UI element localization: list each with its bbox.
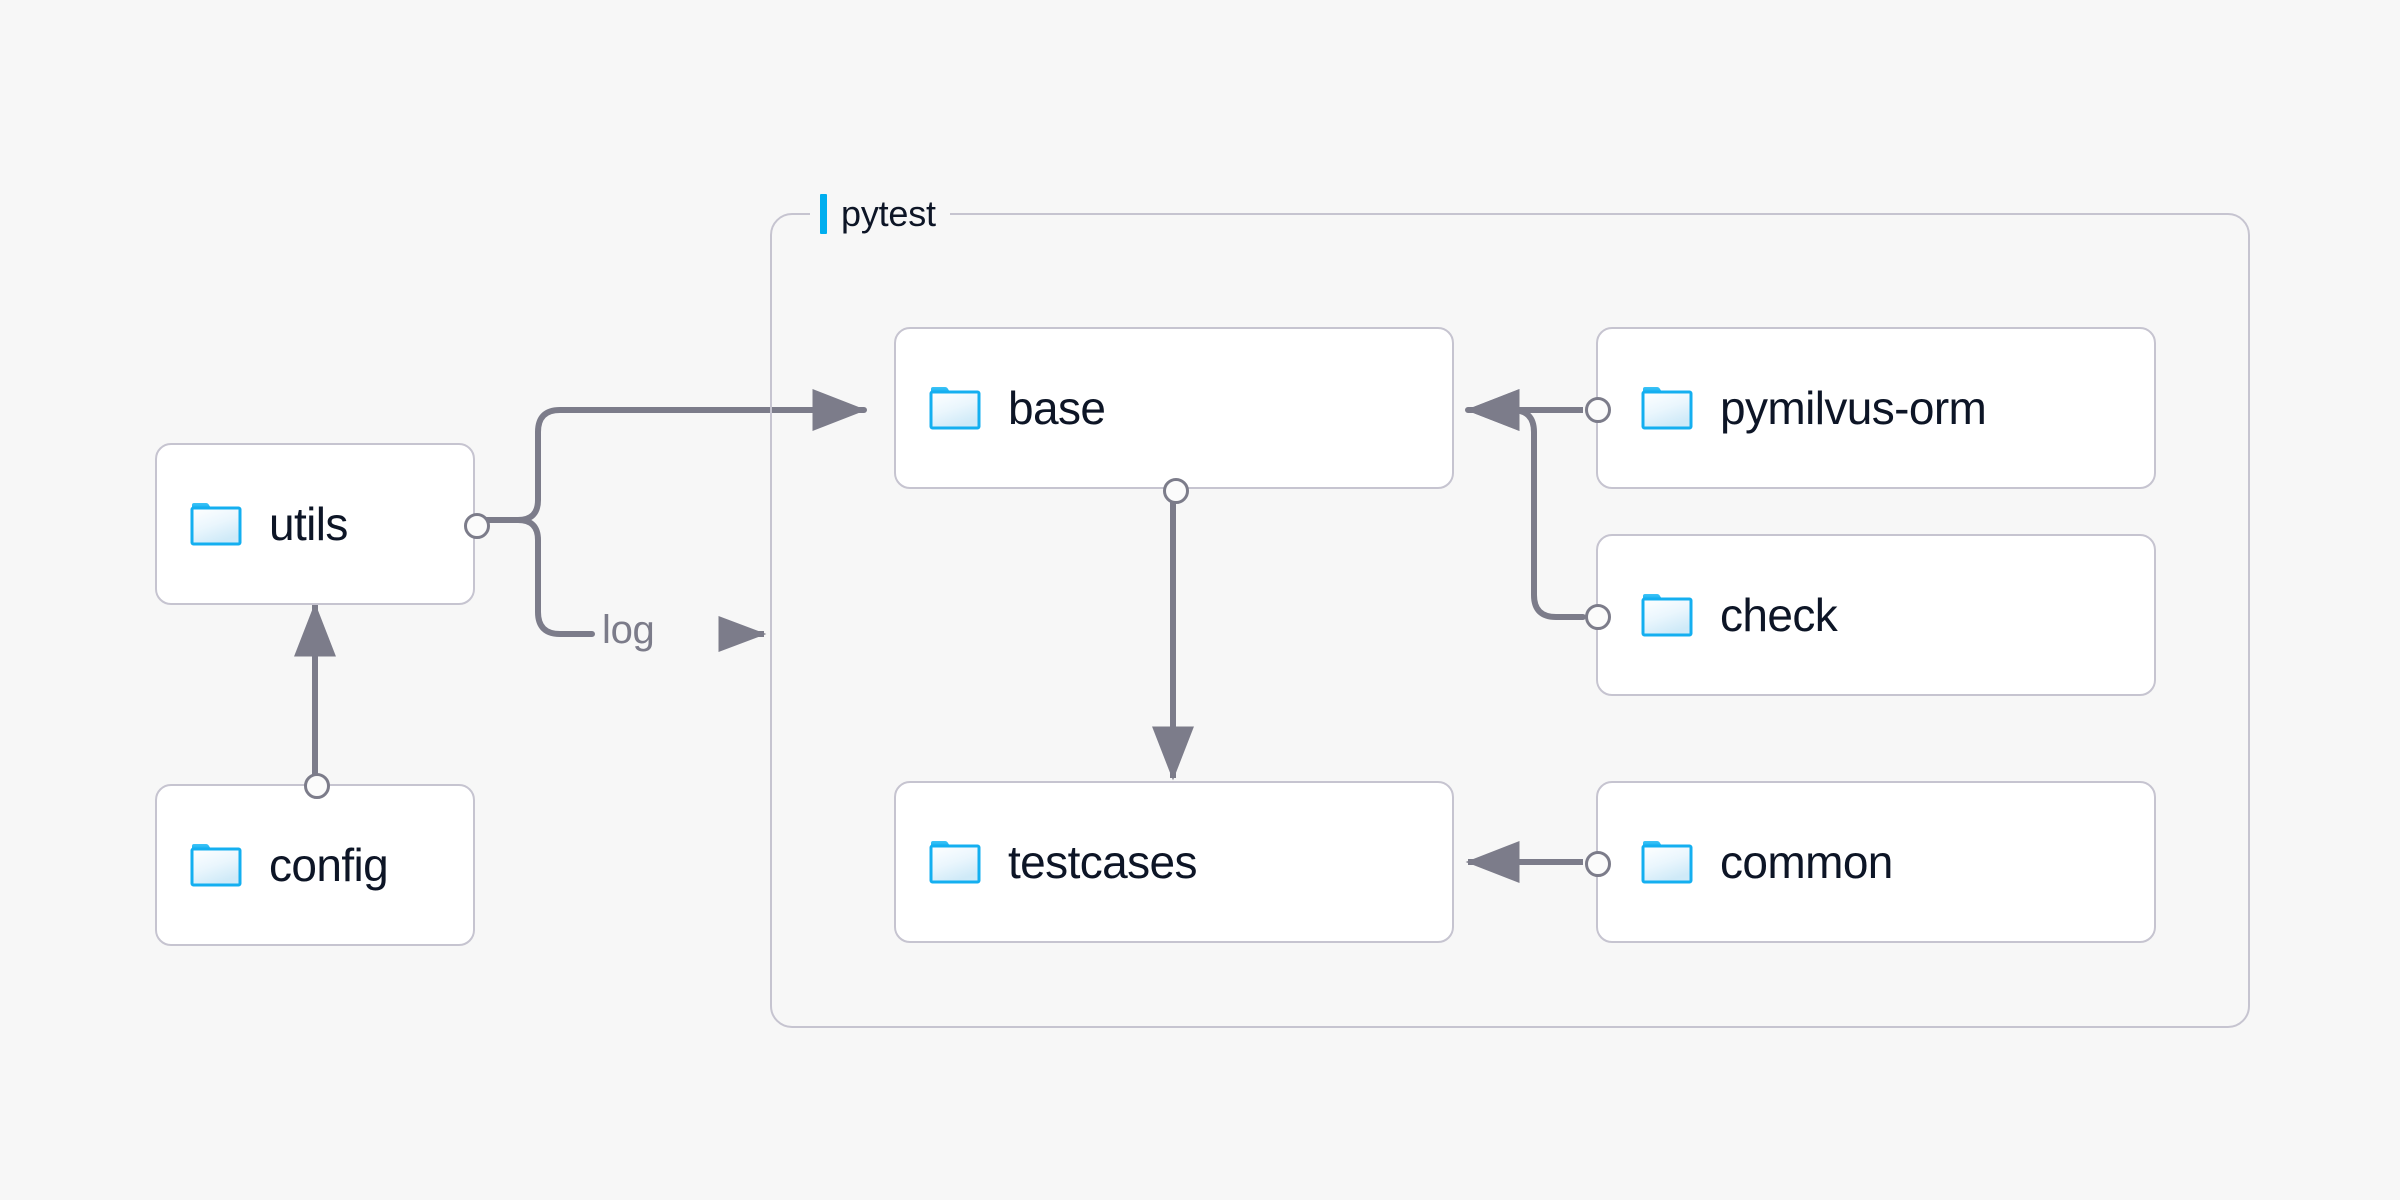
folder-icon [1641,387,1693,430]
handle-check-left[interactable] [1585,604,1611,630]
handle-base-bottom[interactable] [1163,478,1189,504]
node-testcases-label: testcases [1008,836,1198,888]
folder-icon [929,387,981,430]
folder-icon [190,844,242,887]
node-testcases[interactable]: testcases [894,781,1454,943]
node-common[interactable]: common [1585,781,2156,943]
handle-pymilvus-orm-left[interactable] [1585,397,1611,423]
handle-config-top[interactable] [304,773,330,799]
folder-icon [190,503,242,546]
node-pymilvus-orm[interactable]: pymilvus-orm [1585,327,2156,489]
group-pytest[interactable] [770,213,2250,1028]
node-check[interactable]: check [1585,534,2156,696]
folder-icon [929,841,981,884]
node-config-label: config [269,839,389,891]
node-common-label: common [1720,836,1893,888]
handle-utils-right[interactable] [464,513,490,539]
node-utils-label: utils [269,498,348,550]
node-config[interactable]: config [155,773,475,946]
node-utils[interactable]: utils [155,443,490,605]
group-accent-bar [820,194,827,234]
node-pymilvus-orm-label: pymilvus-orm [1720,382,1987,434]
node-check-label: check [1720,589,1838,641]
group-pytest-label: pytest [810,192,950,236]
handle-common-left[interactable] [1585,851,1611,877]
group-title: pytest [841,193,936,234]
node-base[interactable]: base [894,327,1454,504]
node-base-label: base [1008,382,1106,434]
edge-label-log: log [602,608,655,652]
folder-icon [1641,594,1693,637]
folder-icon [1641,841,1693,884]
